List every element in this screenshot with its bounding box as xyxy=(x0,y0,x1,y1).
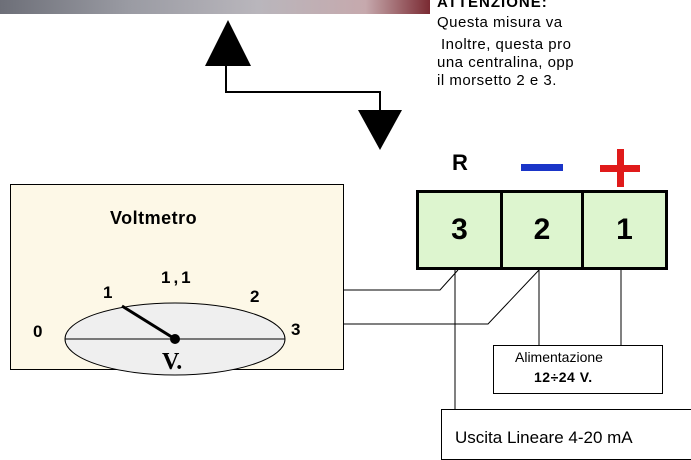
unit-label: V. xyxy=(162,349,183,375)
attention-line: il morsetto 2 e 3. xyxy=(437,72,557,89)
plus-symbol-vertical xyxy=(617,149,624,187)
scale-label-1: 1 xyxy=(103,283,113,302)
scale-label-3: 3 xyxy=(291,320,301,339)
voltmeter-title: Voltmetro xyxy=(110,208,198,228)
photo-strip xyxy=(0,0,430,14)
minus-symbol-icon xyxy=(521,164,563,171)
up-arrow-icon xyxy=(205,20,251,66)
scale-label-0: 0 xyxy=(33,322,43,341)
ref-symbol: R xyxy=(452,150,468,175)
wire-r xyxy=(344,269,459,291)
supply-label: Alimentazione xyxy=(515,349,603,365)
scale-label-1-1: 1,1 xyxy=(161,268,194,287)
output-box xyxy=(441,409,691,460)
dial-needle xyxy=(121,304,176,341)
attention-line: Questa misura va xyxy=(437,14,563,31)
supply-box xyxy=(493,345,663,394)
attention-line: una centralina, opp xyxy=(437,54,575,71)
supply-value: 12÷24 V. xyxy=(534,369,593,385)
output-label: Uscita Lineare 4-20 mA xyxy=(455,428,633,447)
arrow-connector xyxy=(225,66,381,110)
attention-title: ATTENZIONE: xyxy=(437,0,548,11)
terminal-cell-1: 1 xyxy=(581,190,668,270)
wire-minus xyxy=(344,269,540,325)
down-arrow-icon xyxy=(358,110,402,150)
scale-label-2: 2 xyxy=(250,287,260,306)
attention-line: Inoltre, questa pro xyxy=(441,36,572,53)
needle-pivot xyxy=(170,334,180,344)
